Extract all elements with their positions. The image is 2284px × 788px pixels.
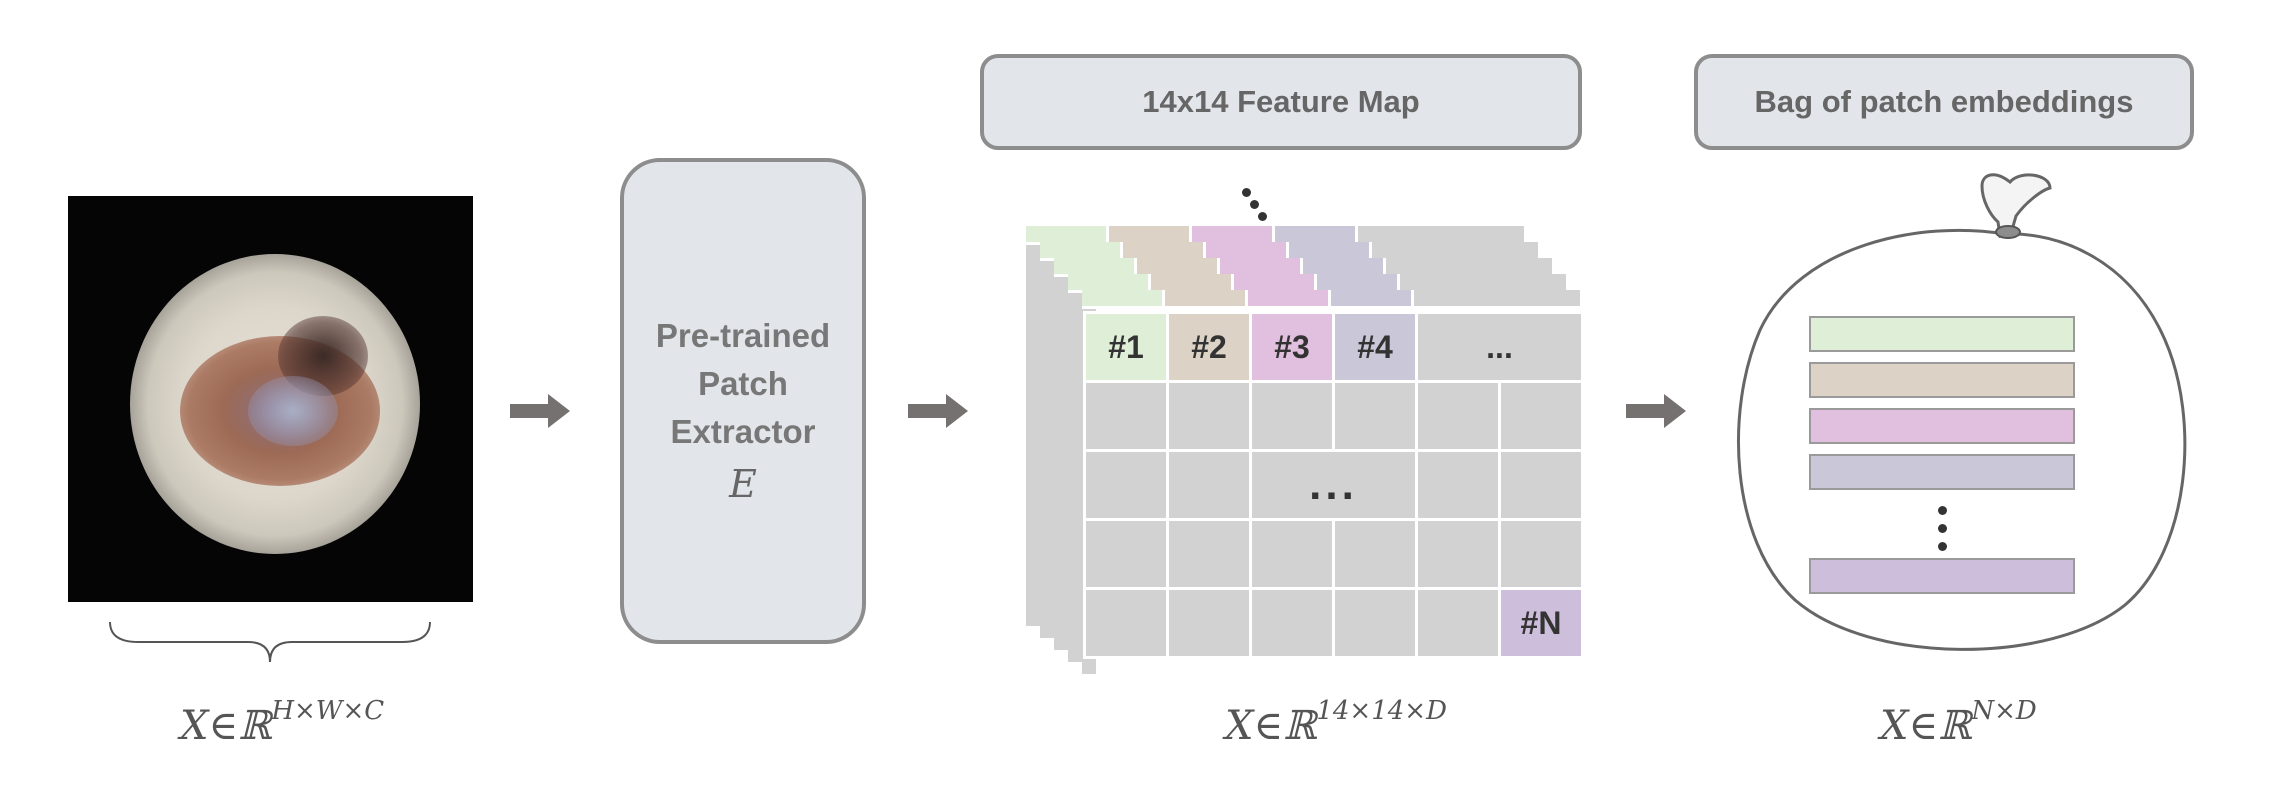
layer-strip	[1123, 242, 1203, 258]
layer-side	[1026, 245, 1040, 626]
brace	[109, 621, 431, 663]
cell	[1418, 452, 1498, 518]
extractor-label: Pre-trained Patch Extractor	[655, 317, 831, 450]
cell	[1335, 383, 1415, 449]
cell	[1335, 590, 1415, 656]
cell	[1418, 521, 1498, 587]
layer-strip	[1386, 258, 1552, 274]
bag-title: Bag of patch embeddings	[1694, 54, 2194, 150]
cell	[1501, 383, 1581, 449]
ellipsis-dot	[1258, 212, 1267, 221]
bag-formula: X∈ℝN×D	[1880, 696, 2037, 749]
cell	[1169, 383, 1249, 449]
layer-strip	[1151, 274, 1231, 290]
cell	[1169, 590, 1249, 656]
patch-2: #2	[1169, 314, 1249, 380]
layer-strip	[1372, 242, 1538, 258]
patch-4: #4	[1335, 314, 1415, 380]
cell	[1086, 452, 1166, 518]
bag-icon	[1736, 173, 2187, 651]
layer-strip	[1082, 290, 1162, 306]
arrow-right-icon	[908, 394, 968, 428]
layer-strip	[1220, 258, 1300, 274]
cell	[1335, 521, 1415, 587]
ellipsis-dot	[1242, 188, 1251, 197]
lesion-spot	[248, 376, 338, 446]
cell	[1252, 590, 1332, 656]
ellipsis-dot	[1938, 542, 1947, 551]
layer-strip	[1054, 258, 1134, 274]
cell	[1501, 521, 1581, 587]
layer-strip	[1206, 242, 1286, 258]
layer-strip	[1068, 274, 1148, 290]
cell	[1169, 521, 1249, 587]
layer-strip	[1358, 226, 1524, 242]
cell	[1169, 452, 1249, 518]
layer-strip	[1303, 258, 1383, 274]
layer-strip	[1414, 290, 1580, 306]
dermoscopy-image	[68, 196, 473, 602]
extractor-symbol: E	[729, 462, 757, 506]
feature-map-formula: X∈ℝ14×14×D	[1225, 696, 1447, 749]
patch-ellipsis: ...	[1418, 314, 1581, 380]
embedding-bar	[1809, 408, 2075, 444]
embedding-bar	[1809, 454, 2075, 490]
ellipsis-dot	[1938, 524, 1947, 533]
cell	[1418, 383, 1498, 449]
layer-side	[1068, 293, 1082, 662]
cell	[1252, 521, 1332, 587]
embedding-bar	[1809, 362, 2075, 398]
ellipsis-dot	[1250, 200, 1259, 209]
layer-strip	[1317, 274, 1397, 290]
patch-1: #1	[1086, 314, 1166, 380]
cell	[1086, 590, 1166, 656]
layer-side	[1054, 277, 1068, 650]
patch-n: #N	[1501, 590, 1581, 656]
cell	[1086, 521, 1166, 587]
layer-strip	[1109, 226, 1189, 242]
cell	[1252, 383, 1332, 449]
cell	[1501, 452, 1581, 518]
feature-map-grid: #1 #2 #3 #4 ... ... #N	[1083, 311, 1584, 659]
embedding-bar	[1809, 316, 2075, 352]
layer-strip	[1234, 274, 1314, 290]
layer-strip	[1137, 258, 1217, 274]
arrow-right-icon	[1626, 394, 1686, 428]
cell	[1086, 383, 1166, 449]
layer-strip	[1040, 242, 1120, 258]
patch-3: #3	[1252, 314, 1332, 380]
ellipsis-dot	[1938, 506, 1947, 515]
layer-strip	[1192, 226, 1272, 242]
layer-strip	[1275, 226, 1355, 242]
input-formula: X∈ℝH×W×C	[180, 696, 385, 749]
layer-strip	[1289, 242, 1369, 258]
cell	[1418, 590, 1498, 656]
layer-side	[1040, 261, 1054, 638]
feature-map-title: 14x14 Feature Map	[980, 54, 1582, 150]
layer-strip	[1165, 290, 1245, 306]
middle-ellipsis: ...	[1252, 452, 1415, 518]
layer-strip	[1331, 290, 1411, 306]
layer-strip	[1248, 290, 1328, 306]
layer-strip	[1026, 226, 1106, 242]
layer-strip	[1400, 274, 1566, 290]
arrow-right-icon	[510, 394, 570, 428]
embedding-bar	[1809, 558, 2075, 594]
patch-extractor-box: Pre-trained Patch Extractor E	[620, 158, 866, 644]
